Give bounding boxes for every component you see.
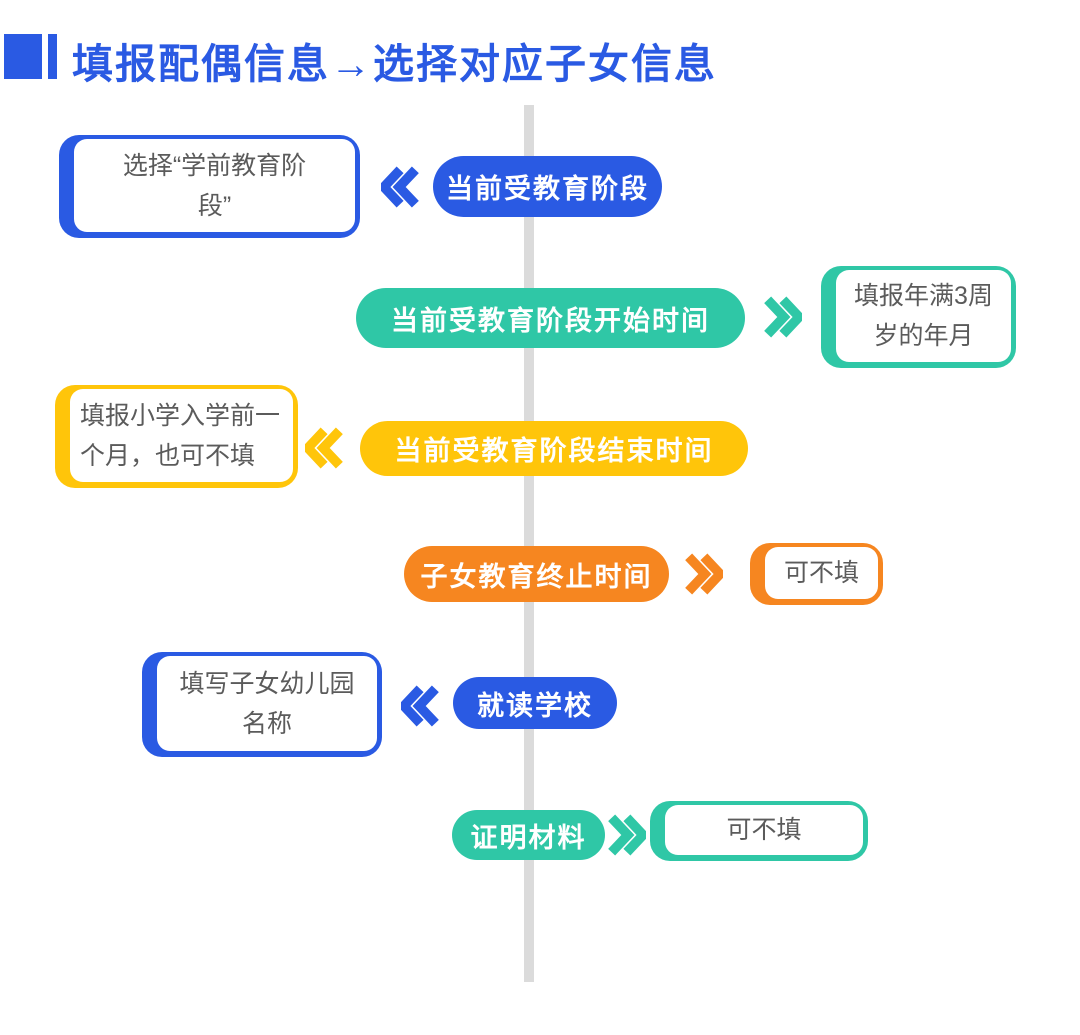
- field-pill-education-stage: 当前受教育阶段: [433, 156, 662, 217]
- field-pill-education-stop-time: 子女教育终止时间: [404, 546, 669, 602]
- page-title: 填报配偶信息→选择对应子女信息: [72, 41, 717, 87]
- note-line: 可不填: [726, 816, 802, 844]
- note-text: 填写子女幼儿园 名称: [157, 656, 377, 751]
- field-pill-attending-school: 就读学校: [453, 677, 617, 729]
- note-text: 选择“学前教育阶 段”: [74, 139, 355, 232]
- double-chevron-right-icon: [681, 551, 727, 597]
- note-text: 可不填: [665, 805, 863, 855]
- note-text: 填报小学入学前一 个月，也可不填: [70, 389, 293, 482]
- note-line: 岁的年月: [873, 322, 974, 350]
- double-chevron-left-icon: [397, 683, 443, 729]
- note-box-school-name: 填写子女幼儿园 名称: [142, 652, 382, 757]
- timeline-line: [524, 105, 534, 982]
- field-pill-stage-end-time: 当前受教育阶段结束时间: [360, 421, 748, 476]
- double-chevron-right-icon: [760, 294, 806, 340]
- note-box-education-stop-time: 可不填: [750, 543, 883, 605]
- note-line: 选择“学前教育阶: [122, 151, 307, 180]
- note-line: 填报小学入学前一: [80, 401, 281, 430]
- note-box-education-stage: 选择“学前教育阶 段”: [59, 135, 360, 238]
- field-pill-proof-material: 证明材料: [452, 810, 605, 860]
- note-box-stage-end-time: 填报小学入学前一 个月，也可不填: [55, 385, 298, 488]
- double-chevron-right-icon: [604, 812, 650, 858]
- title-marker-square-icon: [4, 34, 42, 79]
- note-line: 段”: [197, 191, 232, 220]
- note-line: 名称: [241, 709, 292, 738]
- note-text: 可不填: [765, 547, 878, 599]
- title-marker-bar-icon: [48, 34, 57, 79]
- note-line: 填报年满3周: [854, 282, 993, 310]
- double-chevron-left-icon: [301, 425, 347, 471]
- note-line: 个月，也可不填: [80, 441, 256, 470]
- field-pill-stage-start-time: 当前受教育阶段开始时间: [356, 288, 745, 348]
- double-chevron-left-icon: [377, 164, 423, 210]
- note-box-stage-start-time: 填报年满3周 岁的年月: [821, 266, 1016, 368]
- note-text: 填报年满3周 岁的年月: [836, 270, 1011, 362]
- note-box-proof-material: 可不填: [650, 801, 868, 861]
- note-line: 填写子女幼儿园: [179, 669, 355, 698]
- note-line: 可不填: [783, 559, 859, 587]
